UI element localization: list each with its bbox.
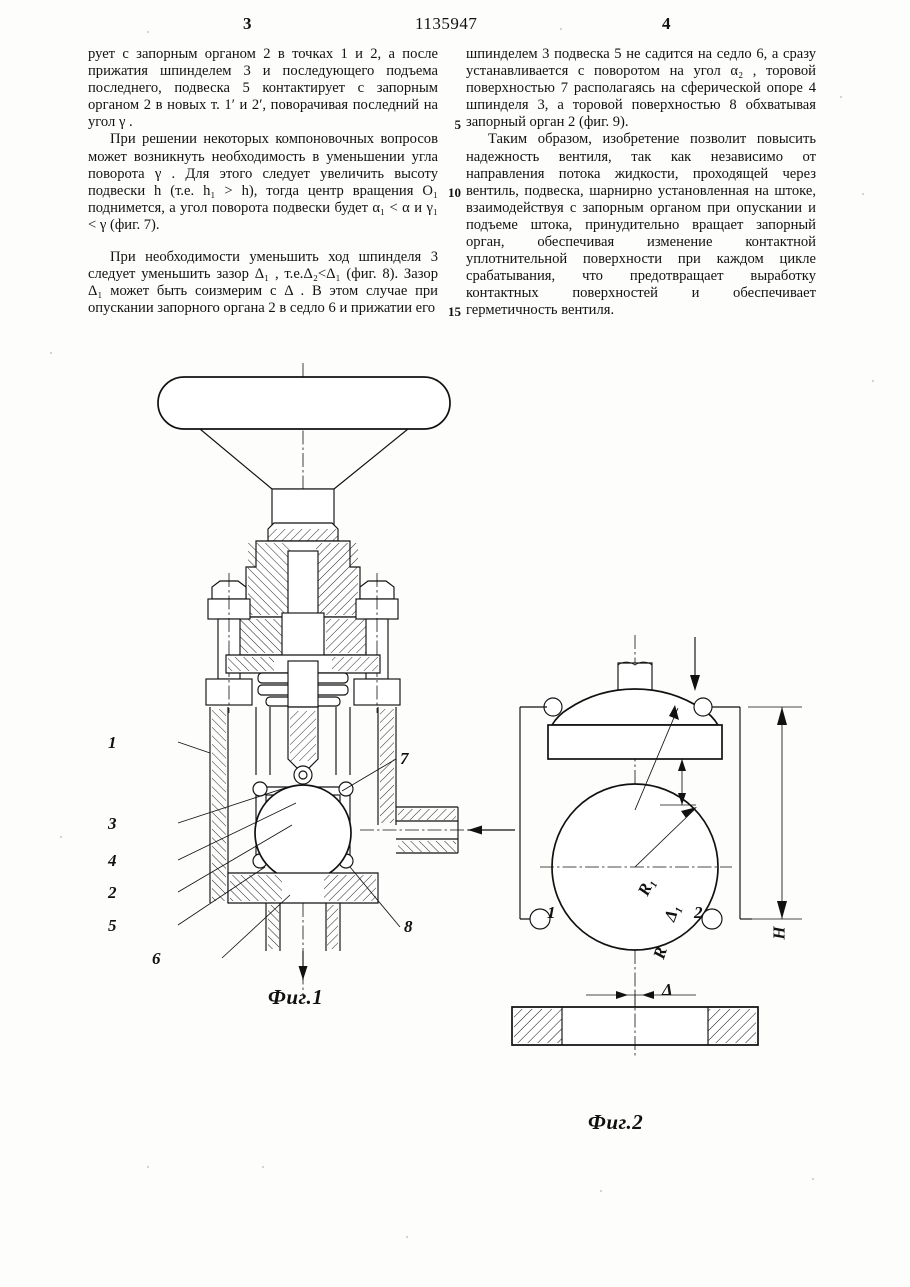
scan-speckle [600,1190,602,1192]
figure-2-caption: Фиг.2 [588,1110,644,1134]
paragraph-left-2: При решении некоторых компоновочных вопр… [88,131,438,233]
figure-1-callout-5: 5 [108,916,117,935]
scan-speckle [147,31,149,33]
header-page-number-right: 4 [662,14,671,33]
scan-speckle [60,836,62,838]
scan-speckle [50,352,52,354]
figure-1-callout-7: 7 [400,749,409,768]
figure-1-callout-3: 3 [108,814,117,833]
figure-1-callout-8: 8 [404,917,413,936]
line-number-5: 5 [454,117,462,132]
figure-1-drawing [157,363,515,995]
scan-speckle [560,28,562,30]
line-number-10: 10 [448,185,461,200]
scan-speckle [406,1236,408,1238]
paragraph-left-1: рует с запорным органом 2 в точках 1 и 2… [88,46,438,131]
scan-speckle [262,1166,264,1168]
scan-speckle [840,96,842,98]
figure-2-label-delta: Δ [662,980,673,999]
text-column-left: рует с запорным органом 2 в точках 1 и 2… [88,46,438,317]
figure-1-callout-2: 2 [108,883,117,902]
figure-2-label-point-2: 2 [694,903,703,922]
scan-speckle [872,380,874,382]
figure-1-callout-1: 1 [108,733,117,752]
paragraph-right-2: Таким образом, изобретение позволит повы… [466,131,816,319]
figure-2-drawing [511,635,802,1057]
scan-speckle [862,193,864,195]
page-header: 3 1135947 4 [0,14,910,40]
figure-2-label-H: H [769,926,789,940]
paragraph-left-3: При необходимости уменьшить ход шпинделя… [88,249,438,317]
scan-speckle [147,1166,149,1168]
header-page-number-left: 3 [243,14,252,33]
figure-1-callout-6: 6 [152,949,161,968]
scan-speckle [130,256,132,258]
line-number-15: 15 [448,304,461,319]
text-column-right: шпинделем 3 подвеска 5 не садится на сед… [466,46,816,320]
header-patent-number: 1135947 [415,14,478,33]
figure-1-callout-4: 4 [108,851,117,870]
figure-2-label-point-1: 1 [547,903,556,922]
figures-area: 1 3 4 2 5 6 7 8 Фиг.1 [0,355,910,1155]
paragraph-right-1: шпинделем 3 подвеска 5 не садится на сед… [466,46,816,131]
scan-speckle [812,1178,814,1180]
figure-1-caption: Фиг.1 [268,985,324,1009]
